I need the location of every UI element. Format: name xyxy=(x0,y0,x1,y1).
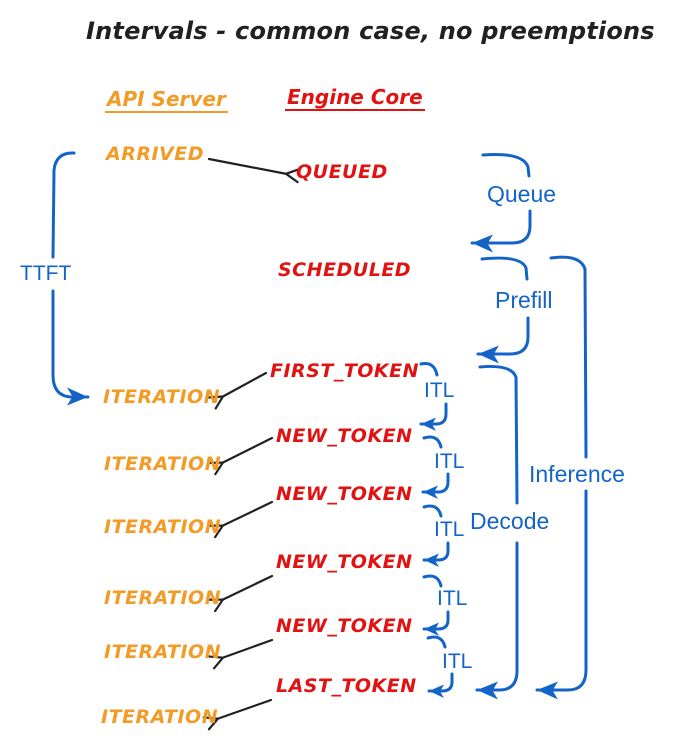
event-new-token-1: NEW_TOKEN xyxy=(276,425,413,447)
event-iteration-4: ITERATION xyxy=(104,587,222,609)
itl-connector-2 xyxy=(421,435,450,499)
event-first-token: FIRST_TOKEN xyxy=(270,360,420,382)
decode-bracket xyxy=(475,365,519,700)
interval-label-decode: Decode xyxy=(470,508,550,534)
event-scheduled: SCHEDULED xyxy=(278,259,412,281)
arrow-new-token-1-to-iter-2 xyxy=(222,436,274,463)
interval-label-itl-2: ITL xyxy=(434,450,465,473)
itl-connector-4 xyxy=(422,574,450,636)
column-header-engine-core: Engine Core xyxy=(285,85,425,111)
event-arrows xyxy=(207,157,287,719)
interval-label-queue: Queue xyxy=(487,181,557,207)
event-iteration-6: ITERATION xyxy=(101,706,219,728)
prefill-bracket xyxy=(476,256,530,364)
column-header-api-server: API Server xyxy=(105,87,228,113)
inference-bracket xyxy=(535,255,588,700)
arrow-new-token-4-to-iter-5 xyxy=(222,638,274,658)
arrow-last-token-to-iter-6 xyxy=(217,698,273,719)
arrow-new-token-2-to-iter-3 xyxy=(222,500,274,526)
event-arrived: ARRIVED xyxy=(106,143,204,165)
event-iteration-3: ITERATION xyxy=(104,516,222,538)
itl-connector-3 xyxy=(422,504,450,567)
arrow-first-token-to-iter-1 xyxy=(222,371,268,397)
interval-label-itl-3: ITL xyxy=(434,518,465,541)
itl-connector-5 xyxy=(426,635,454,698)
event-iteration-5: ITERATION xyxy=(104,641,222,663)
itl-connector-1 xyxy=(419,362,448,431)
interval-label-ttft: TTFT xyxy=(20,262,72,285)
event-new-token-4: NEW_TOKEN xyxy=(276,615,413,637)
diagram-title: Intervals - common case, no preemptions xyxy=(86,17,655,45)
interval-label-itl-1: ITL xyxy=(424,379,455,402)
event-iteration-1: ITERATION xyxy=(103,386,221,408)
arrow-new-token-3-to-iter-4 xyxy=(222,574,274,600)
interval-label-itl-4: ITL xyxy=(437,587,468,610)
interval-label-prefill: Prefill xyxy=(495,287,553,313)
event-last-token: LAST_TOKEN xyxy=(276,675,417,697)
queue-bracket xyxy=(470,153,532,253)
event-queued: QUEUED xyxy=(296,161,388,183)
interval-label-inference: Inference xyxy=(529,461,625,487)
ttft-bracket xyxy=(51,151,90,406)
arrow-arrived-to-queued xyxy=(207,157,287,174)
interval-label-itl-5: ITL xyxy=(442,650,473,673)
event-new-token-3: NEW_TOKEN xyxy=(276,551,413,573)
event-iteration-2: ITERATION xyxy=(104,453,222,475)
event-new-token-2: NEW_TOKEN xyxy=(276,483,413,505)
